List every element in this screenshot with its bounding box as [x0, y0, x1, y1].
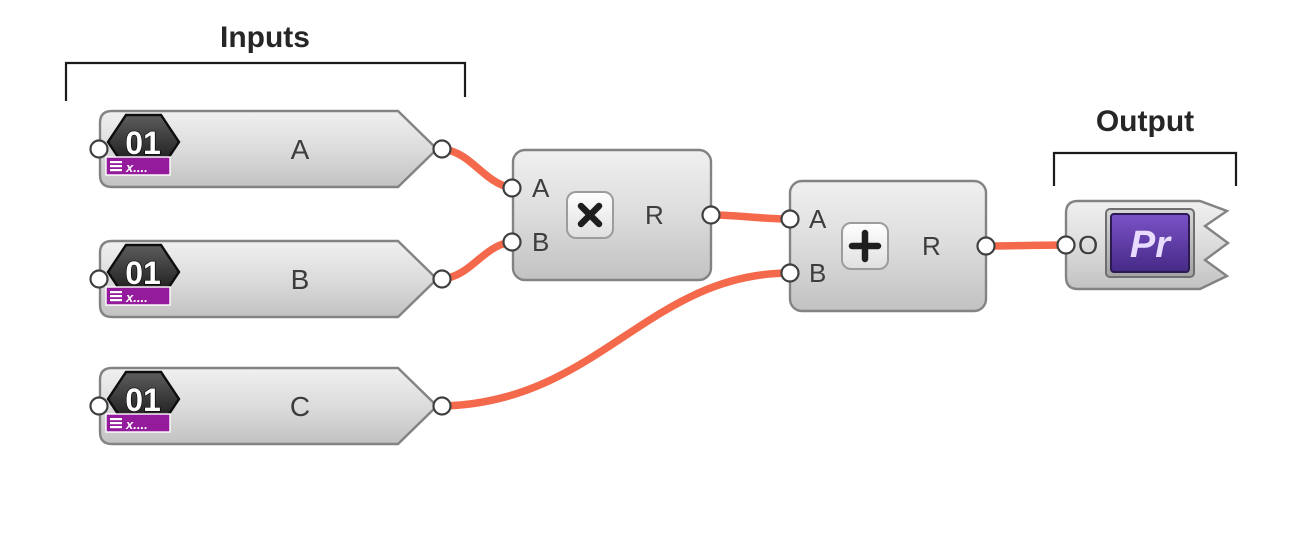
param-a-badge-expr: x....	[125, 160, 148, 175]
inputs-group-label: Inputs	[220, 21, 310, 54]
add-input-a-label: A	[809, 204, 827, 234]
inputs-group-bracket	[64, 61, 467, 101]
premiere-icon: Pr	[1105, 208, 1195, 278]
param-a-label: A	[291, 134, 310, 165]
list-lines-icon	[110, 165, 122, 168]
number-param-icon: 01 x....	[105, 370, 181, 433]
grip-add-input-a[interactable]	[780, 209, 800, 229]
param-b-badge-number: 01	[125, 255, 161, 291]
list-lines-icon	[110, 422, 122, 425]
node-result[interactable]: O Pr	[1064, 199, 1231, 291]
node-param-b[interactable]: 01 x.... B	[98, 239, 439, 319]
grip-add-output-r[interactable]	[976, 236, 996, 256]
grip-param-c-output[interactable]	[432, 396, 452, 416]
param-b-body[interactable]	[98, 239, 439, 319]
list-lines-icon	[110, 295, 122, 298]
multiply-input-b-label: B	[532, 227, 549, 257]
grip-multiply-input-b[interactable]	[502, 232, 522, 252]
list-lines-icon	[110, 418, 122, 421]
grip-multiply-output-r[interactable]	[701, 205, 721, 225]
wire-param-b-to-multiply-b[interactable]	[438, 238, 516, 283]
param-c-badge-number: 01	[125, 382, 161, 418]
node-multiply[interactable]: A B R	[511, 148, 713, 282]
param-c-badge-expr: x....	[125, 417, 148, 432]
wire-param-c-to-add-b[interactable]	[438, 269, 794, 410]
grip-param-a-input[interactable]	[89, 139, 109, 159]
param-b-badge-expr: x....	[125, 290, 148, 305]
add-output-r-label: R	[922, 231, 941, 261]
number-param-icon: 01 x....	[105, 113, 181, 176]
grip-add-input-b[interactable]	[780, 263, 800, 283]
list-lines-icon	[110, 299, 122, 302]
node-param-c[interactable]: 01 x.... C	[98, 366, 439, 446]
param-c-body[interactable]	[98, 366, 439, 446]
grip-param-b-input[interactable]	[89, 269, 109, 289]
multiply-output-r-label: R	[645, 200, 664, 230]
plus-icon	[841, 222, 889, 270]
multiply-icon	[566, 191, 614, 239]
grip-result-input-o[interactable]	[1056, 235, 1076, 255]
param-c-label: C	[290, 391, 310, 422]
add-input-b-label: B	[809, 258, 826, 288]
node-param-a[interactable]: 01 x.... A	[98, 109, 439, 189]
wire-param-a-to-multiply-a[interactable]	[438, 145, 516, 192]
grip-param-c-input[interactable]	[89, 396, 109, 416]
multiply-glyph	[577, 202, 603, 228]
output-group-bracket	[1052, 151, 1238, 186]
list-lines-icon	[110, 291, 122, 294]
multiply-input-a-label: A	[532, 173, 550, 203]
number-param-icon: 01 x....	[105, 243, 181, 306]
list-lines-icon	[110, 161, 122, 164]
param-a-body[interactable]	[98, 109, 439, 189]
param-a-badge-number: 01	[125, 125, 161, 161]
wire-add-r-to-result-o[interactable]	[982, 241, 1070, 250]
output-group-label: Output	[1096, 105, 1194, 138]
list-lines-icon	[110, 426, 122, 429]
list-lines-icon	[110, 169, 122, 172]
param-b-label: B	[291, 264, 310, 295]
icon-inner	[1110, 213, 1190, 273]
grip-param-a-output[interactable]	[432, 139, 452, 159]
premiere-icon-label: Pr	[1130, 224, 1172, 266]
wire-multiply-r-to-add-a[interactable]	[707, 211, 794, 223]
result-input-o-label: O	[1078, 230, 1098, 260]
grip-multiply-input-a[interactable]	[502, 178, 522, 198]
grip-param-b-output[interactable]	[432, 269, 452, 289]
node-add[interactable]: A B R	[788, 179, 988, 313]
